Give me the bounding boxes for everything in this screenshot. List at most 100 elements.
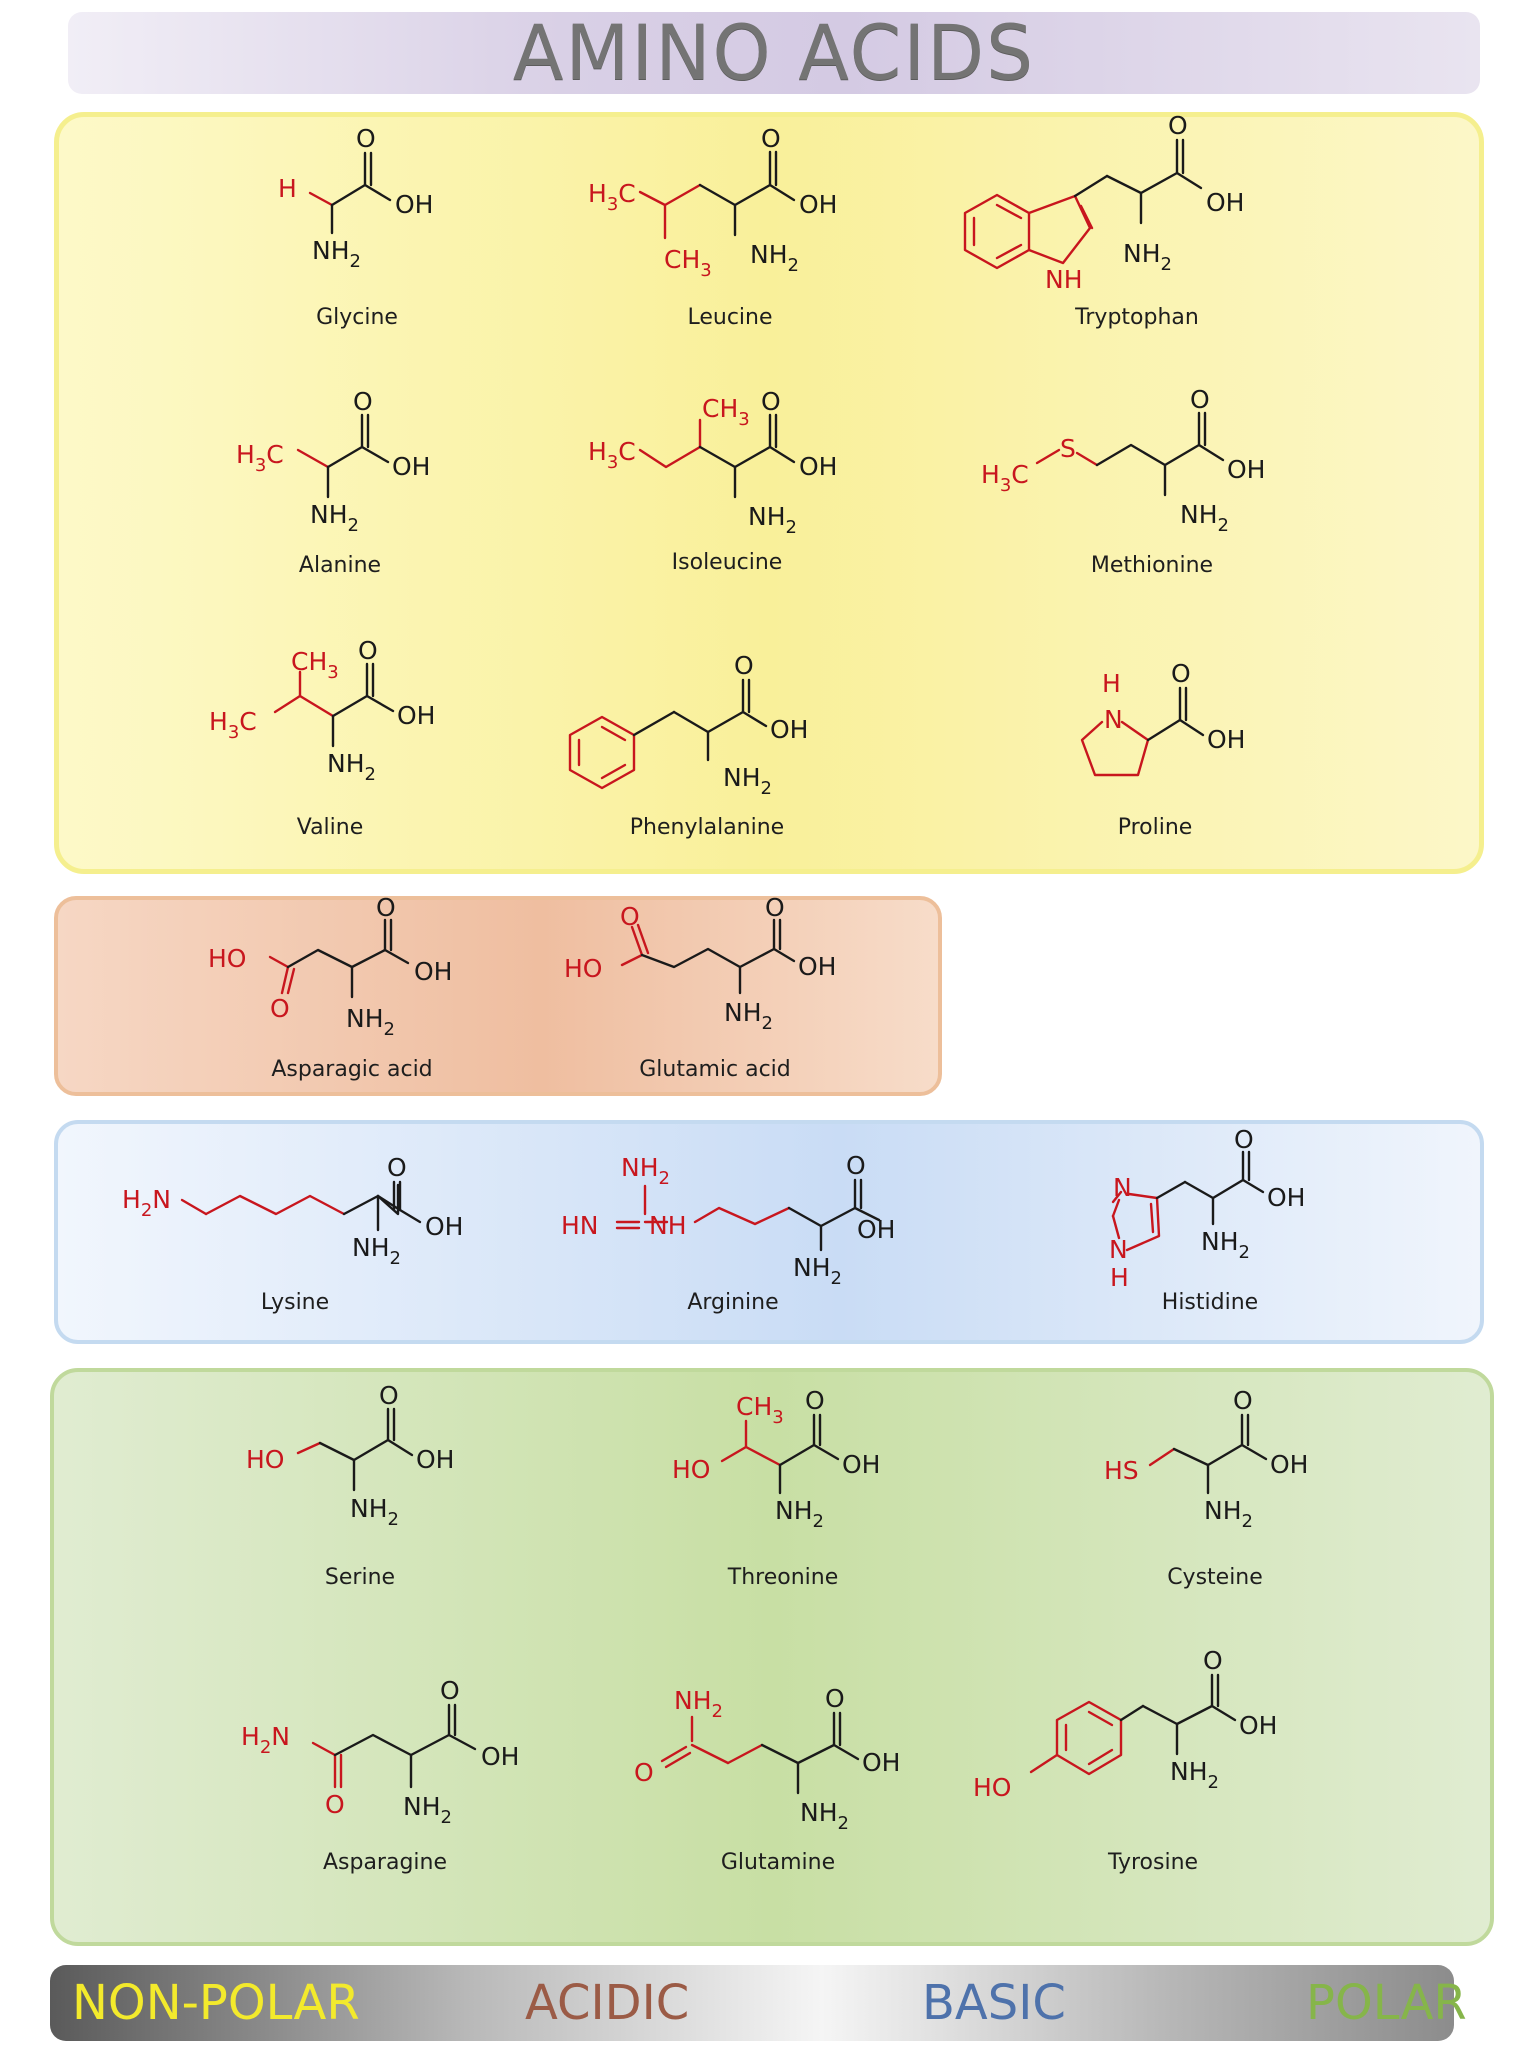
svg-text:H3C: H3C (209, 707, 257, 743)
title-bar: AMINO ACIDS (68, 9, 1480, 97)
amino-acid-name: Glutamic acid (639, 1057, 791, 1082)
oxygen-label: O (761, 124, 781, 153)
valine-structure: H3C CH3 O OH NH2 (209, 636, 435, 785)
legend-nonpolar: NON-POLAR (72, 1975, 360, 2031)
amino-acid-name: Tyrosine (1107, 1850, 1199, 1875)
glutamic-acid-structure: HO O O OH NH2 (564, 893, 836, 1034)
carbon-label: C (266, 440, 283, 469)
lysine-structure: H2N O OH NH2 (122, 1153, 463, 1269)
hydroxyl-label: HO (246, 1445, 284, 1474)
oxygen-label: O (620, 902, 640, 931)
subscript: 2 (831, 1268, 842, 1289)
subscript: 2 (813, 1511, 824, 1532)
basic-panel (54, 1120, 1484, 1344)
hydroxyl-label: HO (672, 1455, 710, 1484)
svg-text:NH2: NH2 (346, 1004, 395, 1040)
subscript: 3 (1000, 475, 1011, 496)
hydroxyl-label: OH (798, 952, 836, 981)
subscript: 2 (348, 515, 359, 536)
isoleucine-structure: H3C CH3 O OH NH2 (588, 387, 837, 538)
hydrogen-label: H (1110, 1263, 1129, 1292)
subscript: 3 (772, 1407, 783, 1428)
hydrogen-label: H (278, 174, 297, 203)
hydroxyl-label: HO (564, 954, 602, 983)
svg-text:NH2: NH2 (310, 500, 359, 536)
asparagic-acid-structure: HO O O OH NH2 (208, 893, 452, 1040)
subscript: 2 (786, 517, 797, 538)
amino-acid-name: Threonine (727, 1565, 839, 1590)
amine-label: NH (346, 1004, 384, 1033)
subscript: 2 (365, 764, 376, 785)
amine-label: NH (723, 763, 761, 792)
amine-label: NH (1204, 1496, 1242, 1525)
amino-acid-name: Valine (296, 815, 364, 840)
nitrogen-label: N (1109, 1235, 1128, 1264)
svg-text:NH2: NH2 (674, 1686, 723, 1722)
oxygen-label: O (1203, 1646, 1223, 1675)
svg-text:NH2: NH2 (1204, 1496, 1253, 1532)
hydroxyl-label: OH (414, 957, 452, 986)
methyl-label: H (236, 440, 255, 469)
amine-label: NH (724, 998, 762, 1027)
oxygen-label: O (1171, 659, 1191, 688)
tyrosine-structure: HO O OH NH2 (973, 1646, 1277, 1802)
oxygen-label: O (825, 1684, 845, 1713)
nitrogen-label: NH (649, 1211, 687, 1240)
svg-text:NH2: NH2 (350, 1494, 399, 1530)
subscript: 2 (761, 778, 772, 799)
svg-text:H2N: H2N (241, 1722, 290, 1758)
carbon-label: C (1011, 460, 1028, 489)
subscript: 2 (762, 1013, 773, 1034)
svg-text:NH2: NH2 (723, 763, 772, 799)
proline-structure: N H O OH (1080, 659, 1245, 777)
subscript: 2 (712, 1701, 723, 1722)
subscript: 2 (1242, 1511, 1253, 1532)
oxygen-label: O (1190, 385, 1210, 414)
amine-label: NH (403, 1792, 441, 1821)
amino-acid-name: Asparagic acid (271, 1057, 433, 1082)
amine-label: NH (674, 1686, 712, 1715)
amine-label: H (122, 1185, 141, 1214)
amino-acid-name: Isoleucine (671, 550, 783, 575)
svg-text:CH3: CH3 (702, 394, 750, 430)
amine-label: NH (352, 1233, 390, 1262)
svg-text:NH2: NH2 (312, 236, 361, 272)
amino-acid-name: Arginine (687, 1290, 779, 1315)
amine-label: NH (1123, 239, 1161, 268)
acidic-panel (54, 896, 942, 1096)
subscript: 3 (607, 194, 618, 215)
hydroxyl-label: OH (770, 715, 808, 744)
methyl-label: CH (736, 1392, 772, 1421)
svg-text:H3C: H3C (588, 179, 636, 215)
hydroxyl-label: OH (1207, 725, 1245, 754)
threonine-structure: HO CH3 O OH NH2 (672, 1386, 880, 1532)
subscript: 3 (738, 409, 749, 430)
amine-label: NH (1201, 1227, 1239, 1256)
hydroxyl-label: OH (862, 1748, 900, 1777)
oxygen-label: O (634, 1758, 654, 1787)
svg-text:NH2: NH2 (352, 1233, 401, 1269)
amine-label: NH (748, 502, 786, 531)
hydroxyl-label: OH (1227, 455, 1265, 484)
hydroxyl-label: OH (395, 190, 433, 219)
svg-text:H3C: H3C (236, 440, 284, 476)
cysteine-structure: HS O OH NH2 (1104, 1386, 1308, 1532)
legend-polar: POLAR (1306, 1975, 1467, 2031)
polar-panel (50, 1368, 1494, 1946)
subscript: 2 (384, 1019, 395, 1040)
oxygen-label: O (734, 651, 754, 680)
svg-text:H3C: H3C (981, 460, 1029, 496)
subscript: 3 (255, 455, 266, 476)
methyl-label: H (588, 179, 607, 208)
amino-acid-name: Proline (1117, 815, 1193, 840)
serine-structure: HO O OH NH2 (246, 1381, 454, 1530)
glycine-structure: H O OH NH2 (278, 124, 433, 272)
subscript: 2 (1161, 254, 1172, 275)
hydroxyl-label: OH (1239, 1711, 1277, 1740)
carbon-label: C (239, 707, 256, 736)
amino-acid-name: Cysteine (1167, 1565, 1263, 1590)
amine-label: NH (1170, 1757, 1208, 1786)
subscript: 2 (1239, 1242, 1250, 1263)
oxygen-label: O (1233, 1386, 1253, 1415)
svg-text:CH3: CH3 (736, 1392, 784, 1428)
